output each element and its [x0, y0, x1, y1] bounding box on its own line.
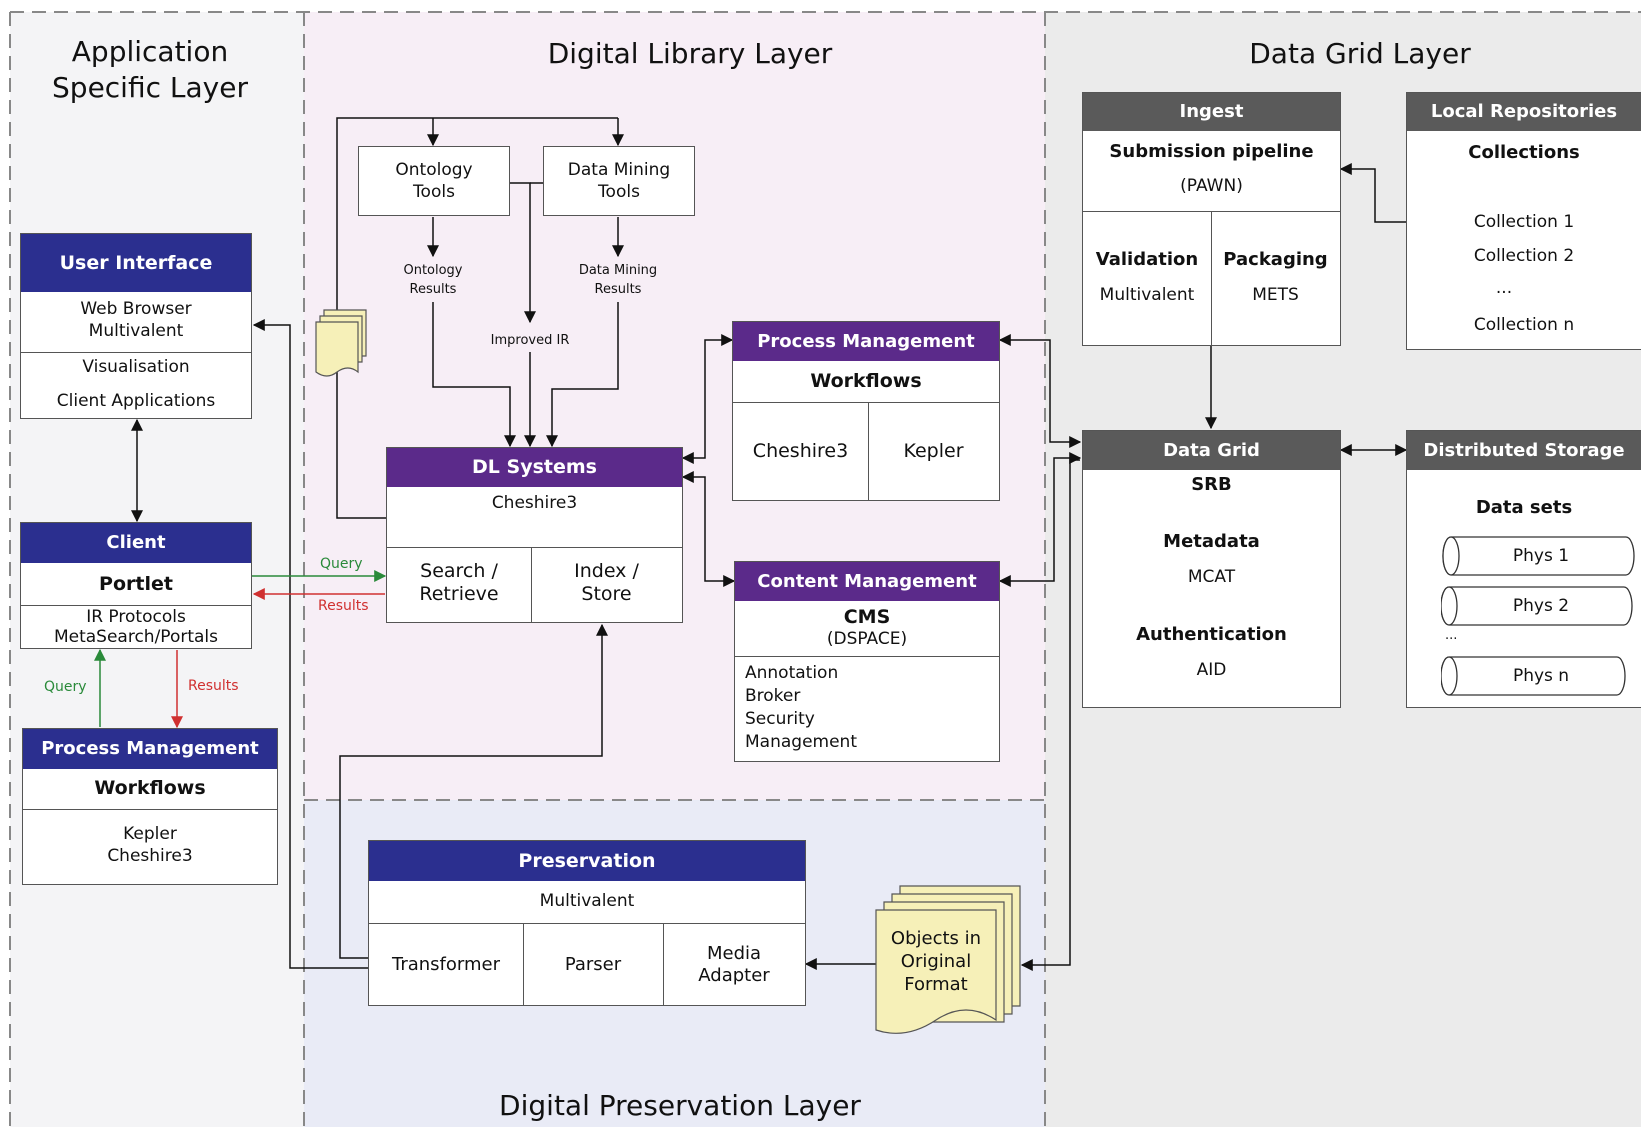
client-portlet: Portlet: [99, 573, 173, 595]
data-mining-tools-box: Data Mining Tools: [543, 146, 695, 216]
dl-workflow-kepler: Kepler: [903, 440, 964, 462]
objects-line3: Format: [904, 974, 968, 995]
client-results-label: Results: [188, 678, 239, 694]
dl-index-store-line2: Store: [581, 583, 632, 605]
ingest-header: Ingest: [1083, 93, 1340, 131]
data-grid-box: Data Grid SRB Metadata MCAT Authenticati…: [1082, 430, 1341, 708]
data-grid-layer-title: Data Grid Layer: [1249, 37, 1471, 70]
objects-document-icon: [875, 885, 1021, 1034]
cms-label: CMS: [843, 606, 891, 628]
data-mining-tools-line1: Data Mining: [567, 160, 671, 180]
ingest-packaging-mets: METS: [1252, 285, 1299, 305]
collections-label: Collections: [1468, 142, 1580, 163]
dl-workflows-label: Workflows: [810, 370, 922, 392]
distributed-storage-header: Distributed Storage: [1407, 431, 1641, 470]
preservation-header: Preservation: [369, 841, 805, 881]
dl-systems-box: DL Systems Cheshire3 Search / Retrieve I…: [386, 447, 683, 623]
cm-item-annotation: Annotation: [745, 663, 839, 683]
improved-ir-label: Improved IR: [470, 332, 590, 349]
ontology-tools-line2: Tools: [413, 182, 455, 202]
ingest-submission-pipeline: Submission pipeline: [1109, 141, 1314, 162]
app-workflow-kepler: Kepler: [123, 824, 177, 844]
user-interface-client-applications: Client Applications: [56, 391, 216, 411]
preservation-parser: Parser: [564, 954, 622, 975]
client-box: Client Portlet IR Protocols MetaSearch/P…: [20, 522, 252, 649]
ingest-validation: Validation: [1095, 249, 1199, 270]
storage-cylinders: [1441, 536, 1635, 696]
collection-n: Collection n: [1473, 315, 1575, 335]
collection-ellipsis: ...: [1495, 278, 1513, 298]
dl-search-retrieve-line1: Search /: [420, 560, 498, 582]
data-sets-label: Data sets: [1475, 497, 1573, 518]
document-stack-icon: [315, 309, 367, 377]
local-repositories-header: Local Repositories: [1407, 93, 1641, 131]
ingest-pawn: (PAWN): [1180, 176, 1243, 196]
collection-2: Collection 2: [1473, 246, 1575, 266]
user-interface-header: User Interface: [21, 234, 251, 292]
app-process-management-header: Process Management: [23, 729, 277, 769]
user-interface-box: User Interface Web Browser Multivalent V…: [20, 233, 252, 419]
content-management-header: Content Management: [735, 562, 999, 601]
dl-systems-header: DL Systems: [387, 448, 682, 487]
ingest-validation-multivalent: Multivalent: [1099, 285, 1195, 305]
phys-n: Phys n: [1512, 666, 1570, 686]
local-repositories-box: Local Repositories Collections Collectio…: [1406, 92, 1641, 350]
collection-1: Collection 1: [1473, 212, 1575, 232]
dl-workflow-cheshire3: Cheshire3: [752, 440, 849, 462]
data-mining-results-line1: Data Mining: [578, 263, 658, 278]
ontology-tools-line1: Ontology: [395, 160, 473, 180]
ingest-box: Ingest Submission pipeline (PAWN) Valida…: [1082, 92, 1341, 346]
app-workflow-cheshire3: Cheshire3: [107, 846, 193, 866]
client-ir-protocols: IR Protocols: [86, 607, 186, 627]
app-process-management-box: Process Management Workflows Kepler Ches…: [22, 728, 278, 885]
data-grid-metadata: Metadata: [1163, 531, 1260, 552]
dl-systems-cheshire3: Cheshire3: [491, 493, 578, 513]
application-layer-title: Application Specific Layer: [52, 35, 248, 104]
user-interface-visualisation: Visualisation: [82, 357, 190, 377]
preservation-media-adapter-line2: Adapter: [698, 965, 770, 986]
cms-dspace: (DSPACE): [826, 629, 908, 649]
data-grid-mcat: MCAT: [1187, 567, 1236, 587]
dl-index-store-line1: Index /: [574, 560, 639, 582]
digital-library-layer-title: Digital Library Layer: [547, 37, 833, 70]
data-grid-authentication: Authentication: [1136, 624, 1287, 645]
dl-results-label: Results: [318, 598, 369, 614]
dl-process-management-header: Process Management: [733, 322, 999, 361]
app-workflows-label: Workflows: [94, 777, 206, 799]
phys-2: Phys 2: [1512, 596, 1570, 616]
client-metasearch-portals: MetaSearch/Portals: [53, 627, 219, 647]
dl-query-label: Query: [320, 556, 363, 572]
ontology-tools-box: Ontology Tools: [358, 146, 510, 216]
preservation-box: Preservation Multivalent Transformer Par…: [368, 840, 806, 1006]
user-interface-multivalent: Multivalent: [88, 321, 184, 341]
preservation-multivalent: Multivalent: [539, 891, 635, 911]
distributed-storage-box: Distributed Storage Data sets Phys 1 Phy…: [1406, 430, 1641, 708]
data-mining-tools-line2: Tools: [598, 182, 640, 202]
cm-item-broker: Broker: [745, 686, 801, 706]
user-interface-web-browser: Web Browser: [80, 299, 192, 319]
data-mining-results-line2: Results: [594, 282, 642, 297]
objects-line1: Objects in: [890, 928, 982, 949]
objects-line2: Original: [900, 951, 972, 972]
preservation-transformer: Transformer: [391, 954, 500, 975]
ontology-results-line1: Ontology: [403, 263, 463, 278]
preservation-layer-title: Digital Preservation Layer: [499, 1089, 861, 1122]
content-management-box: Content Management CMS (DSPACE) Annotati…: [734, 561, 1000, 762]
dl-search-retrieve-line2: Retrieve: [419, 583, 499, 605]
phys-1: Phys 1: [1512, 546, 1570, 566]
data-grid-aid: AID: [1196, 660, 1227, 680]
phys-ellipsis: ...: [1445, 628, 1458, 643]
dl-process-management-box: Process Management Workflows Cheshire3 K…: [732, 321, 1000, 501]
ingest-packaging: Packaging: [1223, 249, 1328, 270]
cm-item-security: Security: [745, 709, 815, 729]
cm-item-management: Management: [745, 732, 857, 752]
preservation-media-adapter-line1: Media: [706, 943, 762, 964]
client-query-label: Query: [44, 679, 87, 695]
data-grid-header: Data Grid: [1083, 431, 1340, 470]
client-header: Client: [21, 523, 251, 563]
data-grid-srb: SRB: [1191, 474, 1232, 495]
ontology-results-line2: Results: [409, 282, 457, 297]
